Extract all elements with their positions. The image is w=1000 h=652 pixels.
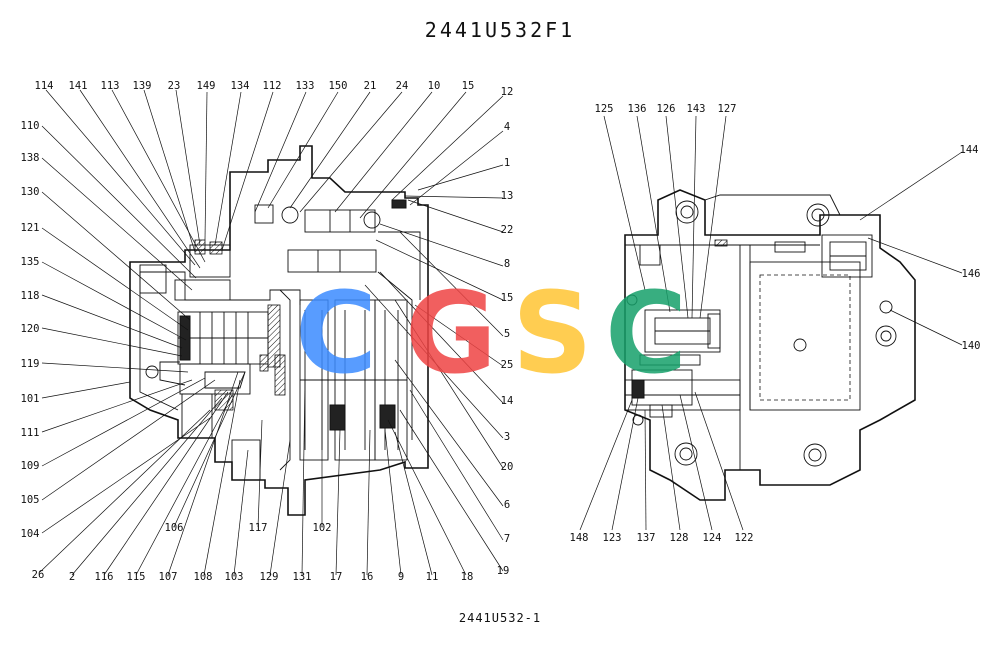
- callout-26: 26: [32, 569, 45, 581]
- callout-18: 18: [461, 571, 474, 583]
- callout-143: 143: [687, 103, 706, 115]
- callout-107: 107: [159, 571, 178, 583]
- callout-11: 11: [426, 571, 439, 583]
- callout-13: 13: [501, 190, 514, 202]
- callout-118: 118: [21, 290, 40, 302]
- callout-24: 24: [396, 80, 409, 92]
- callout-2: 2: [69, 571, 75, 583]
- callout-21: 21: [364, 80, 377, 92]
- callout-115: 115: [127, 571, 146, 583]
- leader-lines: [39, 89, 963, 576]
- callout-103: 103: [225, 571, 244, 583]
- callout-10: 10: [428, 80, 441, 92]
- callout-129: 129: [260, 571, 279, 583]
- callout-110: 110: [21, 120, 40, 132]
- drawing-title: 2441U532F1: [424, 18, 576, 42]
- callout-126: 126: [657, 103, 676, 115]
- callout-144: 144: [960, 144, 979, 156]
- callout-121: 121: [21, 222, 40, 234]
- callout-9: 9: [398, 571, 404, 583]
- callout-104: 104: [21, 528, 40, 540]
- callout-1: 1: [504, 157, 510, 169]
- left-section-view: [129, 145, 429, 516]
- right-valve-view: [624, 189, 916, 501]
- callout-125: 125: [595, 103, 614, 115]
- callout-101: 101: [21, 393, 40, 405]
- callout-8: 8: [504, 258, 510, 270]
- callout-136: 136: [628, 103, 647, 115]
- callout-15-top: 15: [462, 80, 475, 92]
- callout-122: 122: [735, 532, 754, 544]
- callout-138: 138: [21, 152, 40, 164]
- callout-150: 150: [329, 80, 348, 92]
- callout-128: 128: [670, 532, 689, 544]
- callout-19: 19: [497, 565, 510, 577]
- callout-116: 116: [95, 571, 114, 583]
- callout-135: 135: [21, 256, 40, 268]
- callout-117: 117: [249, 522, 268, 534]
- drawing-caption: 2441U532-1: [458, 611, 542, 625]
- callout-112: 112: [263, 80, 282, 92]
- callout-3: 3: [504, 431, 510, 443]
- callout-139: 139: [133, 80, 152, 92]
- callout-146: 146: [962, 268, 981, 280]
- callout-109: 109: [21, 460, 40, 472]
- callout-5: 5: [504, 328, 510, 340]
- callout-22: 22: [501, 224, 514, 236]
- callout-148: 148: [570, 532, 589, 544]
- callout-14: 14: [501, 395, 514, 407]
- callout-7: 7: [504, 533, 510, 545]
- callout-124: 124: [703, 532, 722, 544]
- callout-6: 6: [504, 499, 510, 511]
- callout-114: 114: [35, 80, 54, 92]
- callout-15-side: 15: [501, 292, 514, 304]
- callout-134: 134: [231, 80, 250, 92]
- callout-140: 140: [962, 340, 981, 352]
- callout-137: 137: [637, 532, 656, 544]
- callout-133: 133: [296, 80, 315, 92]
- callout-4: 4: [504, 121, 510, 133]
- callout-141: 141: [69, 80, 88, 92]
- callout-17: 17: [330, 571, 343, 583]
- callout-131: 131: [293, 571, 312, 583]
- callout-111: 111: [21, 427, 40, 439]
- callout-108: 108: [194, 571, 213, 583]
- callout-105: 105: [21, 494, 40, 506]
- callout-130: 130: [21, 186, 40, 198]
- callout-16: 16: [361, 571, 374, 583]
- callout-123: 123: [603, 532, 622, 544]
- callout-120: 120: [21, 323, 40, 335]
- callout-106: 106: [165, 522, 184, 534]
- callout-113: 113: [101, 80, 120, 92]
- callout-20: 20: [501, 461, 514, 473]
- callout-102: 102: [313, 522, 332, 534]
- callout-149: 149: [197, 80, 216, 92]
- callout-25: 25: [501, 359, 514, 371]
- callout-119: 119: [21, 358, 40, 370]
- callout-labels: 114 141 113 139 23 149 134 112 133 150 2…: [21, 80, 981, 583]
- callout-23: 23: [168, 80, 181, 92]
- callout-12: 12: [501, 86, 514, 98]
- callout-127: 127: [718, 103, 737, 115]
